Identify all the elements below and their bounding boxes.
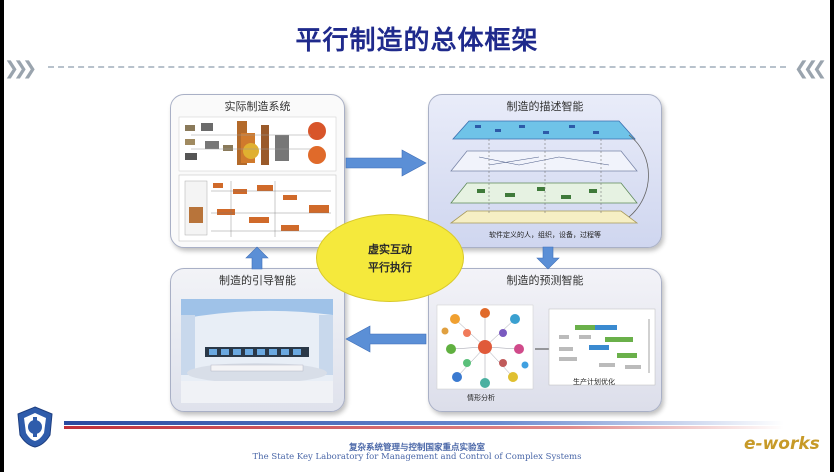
arrow-left-icon bbox=[345, 325, 427, 353]
factory-process-illustration bbox=[178, 116, 337, 242]
layered-network-illustration bbox=[449, 120, 649, 224]
prediction-illustration bbox=[436, 304, 656, 390]
double-chevron-right-icon: ❯❯❯ bbox=[4, 58, 37, 79]
panel-title-predictive: 制造的预测智能 bbox=[506, 274, 584, 287]
panel-guiding-intelligence: 制造的引导智能 bbox=[170, 268, 345, 412]
arrow-up-icon bbox=[245, 246, 269, 270]
descriptive-caption: 软件定义的人，组织，设备，过程等 bbox=[489, 231, 601, 239]
slide-title: 平行制造的总体框架 bbox=[295, 26, 539, 56]
slide: 平行制造的总体框架 ❯❯❯ ❮❮❮ 实际制造系统 bbox=[4, 0, 830, 472]
panel-title-actual-system: 实际制造系统 bbox=[224, 100, 291, 113]
predictive-caption-right: 生产计划优化 bbox=[573, 378, 615, 386]
lab-shield-logo-icon bbox=[17, 406, 53, 448]
center-text-line1: 虚实互动 bbox=[368, 243, 412, 256]
panel-title-guiding: 制造的引导智能 bbox=[219, 274, 296, 287]
control-room-illustration bbox=[181, 299, 333, 403]
arrow-down-icon bbox=[536, 246, 560, 270]
footer-org-english: The State Key Laboratory for Management … bbox=[252, 452, 582, 462]
footer-stripe bbox=[64, 421, 784, 429]
panel-title-descriptive: 制造的描述智能 bbox=[506, 100, 584, 113]
center-ellipse: 虚实互动 平行执行 bbox=[316, 214, 464, 302]
panel-actual-manufacturing-system: 实际制造系统 bbox=[170, 94, 345, 248]
footer-org-chinese: 复杂系统管理与控制国家重点实验室 bbox=[348, 443, 485, 453]
panel-descriptive-intelligence: 制造的描述智能 软件定义的人，组织，设备，过程等 bbox=[428, 94, 662, 248]
panel-predictive-intelligence: 制造的预测智能 bbox=[428, 268, 662, 412]
brand-logo-text: e-works bbox=[744, 434, 820, 454]
double-chevron-left-icon: ❮❮❮ bbox=[794, 58, 827, 79]
predictive-caption-left: 情形分析 bbox=[467, 394, 495, 402]
arrow-right-icon bbox=[345, 149, 427, 177]
title-divider bbox=[48, 66, 786, 68]
center-text-line2: 平行执行 bbox=[368, 261, 412, 274]
